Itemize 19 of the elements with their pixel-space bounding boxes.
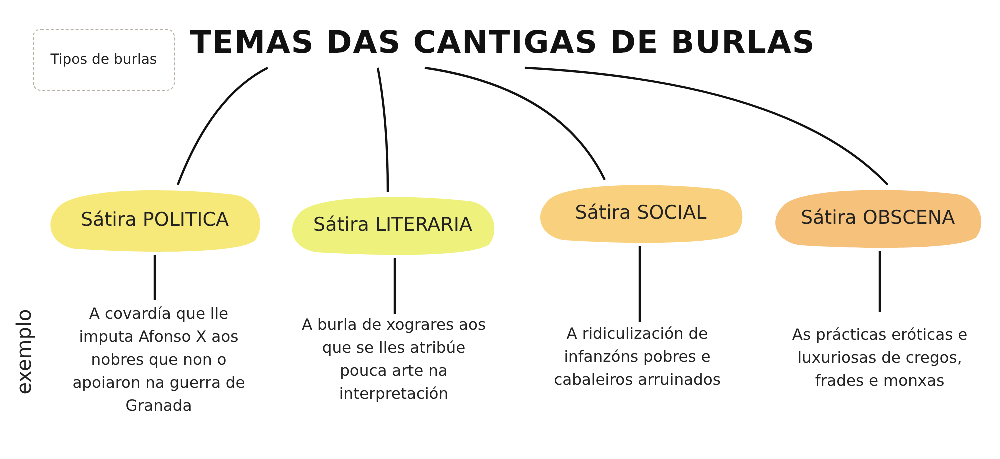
example-text: A ridiculización de infanzóns pobres e cabaleiros arruinados bbox=[553, 324, 722, 390]
category-label: Sátira OBSCENA bbox=[800, 207, 956, 229]
side-label: exemplo bbox=[12, 308, 36, 397]
connector-line bbox=[394, 258, 396, 314]
connector-line bbox=[154, 255, 156, 300]
connector-line bbox=[376, 68, 390, 192]
topic-heading: TEMAS DAS CANTIGAS DE BURLAS bbox=[190, 25, 816, 61]
category-label: Sátira POLITICA bbox=[80, 209, 229, 231]
connector-line bbox=[878, 251, 882, 312]
example-text: A covardía que lle imputa Afonso X aos nobres que non o apoiaron na guerra de Granada bbox=[72, 304, 246, 416]
category-label: Sátira LITERARIA bbox=[314, 214, 472, 236]
dashed-box: Tipos de burlas bbox=[33, 29, 175, 91]
connector-line bbox=[176, 67, 269, 186]
example-text: As prácticas eróticas e luxuriosas de cregos, frades e monxas bbox=[791, 324, 969, 392]
connector-line bbox=[424, 66, 606, 181]
category-label: Sátira SOCIAL bbox=[575, 202, 707, 224]
connector-line bbox=[524, 66, 889, 186]
example-text: A burla de xograres aos que se lles atribúe pouca arte na interpretación bbox=[300, 315, 488, 405]
connector-line bbox=[638, 246, 642, 322]
